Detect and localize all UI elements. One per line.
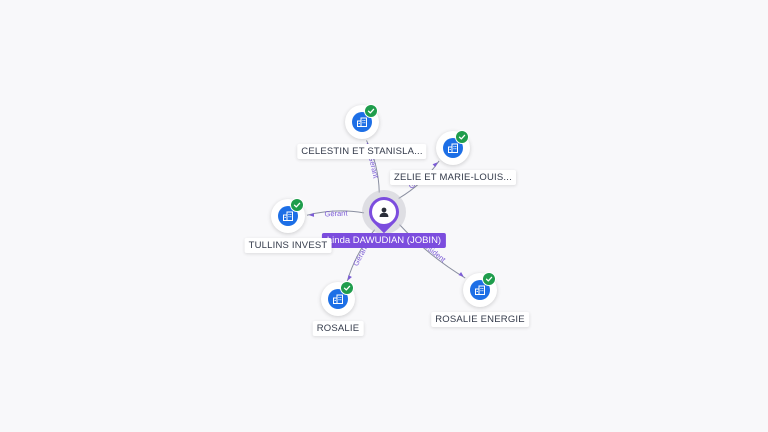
company-node-circle[interactable] — [463, 272, 497, 307]
company-label[interactable]: ZELIE ET MARIE-LOUIS... — [390, 170, 516, 185]
verified-check-icon — [290, 198, 304, 212]
company-label[interactable]: TULLINS INVEST — [244, 238, 332, 253]
person-icon — [379, 207, 389, 217]
company-node-circle[interactable] — [436, 130, 470, 165]
company-building-icon — [475, 285, 485, 295]
company-building-icon — [448, 143, 458, 153]
verified-check-icon — [340, 281, 354, 295]
company-label[interactable]: CELESTIN ET STANISLA... — [297, 144, 427, 159]
edge-rosalie-energie — [399, 224, 466, 279]
verified-check-icon — [482, 272, 496, 286]
edge-arrow-rosalie-energie — [458, 272, 464, 277]
verified-check-icon — [455, 130, 469, 144]
edge-label-tullins: Gérant — [324, 208, 348, 218]
center-person-label[interactable]: Linda DAWUDIAN (JOBIN) — [321, 233, 447, 248]
edge-arrow-zelie — [432, 162, 438, 168]
edge-arrow-rosalie — [347, 275, 352, 281]
company-label[interactable]: ROSALIE ENERGIE — [431, 312, 529, 327]
company-node-circle[interactable] — [345, 104, 379, 139]
edge-arrow-tullins — [308, 212, 315, 217]
company-node-circle[interactable] — [321, 281, 355, 316]
verified-check-icon — [364, 104, 378, 118]
company-building-icon — [357, 117, 367, 127]
company-node-circle[interactable] — [271, 198, 305, 233]
person-pin[interactable] — [362, 190, 406, 234]
company-label[interactable]: ROSALIE — [312, 321, 364, 336]
company-building-icon — [333, 294, 343, 304]
company-building-icon — [283, 211, 293, 221]
